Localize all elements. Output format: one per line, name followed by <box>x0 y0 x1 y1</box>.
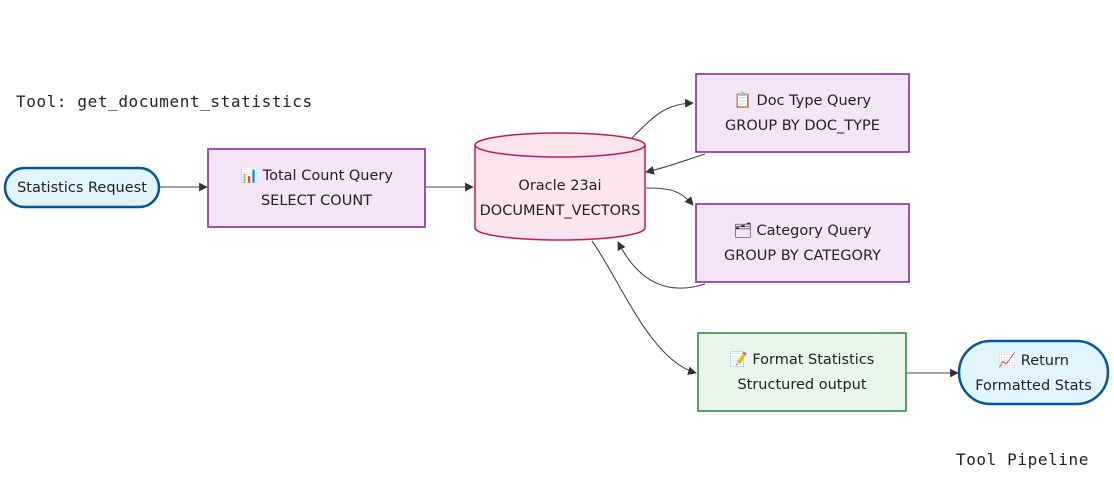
diagram-title: Tool: get_document_statistics <box>16 92 313 111</box>
oracle-database-table: DOCUMENT_VECTORS <box>480 203 641 219</box>
category-query-sql: GROUP BY CATEGORY <box>724 248 881 264</box>
edge-oracle-to-format <box>591 240 697 376</box>
oracle-database-name: Oracle 23ai <box>518 178 601 194</box>
category-query-node: 🗂 Category Query GROUP BY CATEGORY <box>695 203 910 283</box>
return-subtitle: Formatted Stats <box>975 378 1092 394</box>
return-node: 📈 Return Formatted Stats <box>957 339 1110 406</box>
category-query-title: 🗂 Category Query <box>734 222 872 239</box>
statistics-request-node: Statistics Request <box>3 166 161 209</box>
format-statistics-title: 📝 Format Statistics <box>730 350 875 368</box>
statistics-request-label: Statistics Request <box>17 180 147 196</box>
edge-oracle-to-category <box>645 187 694 206</box>
edge-oracle-to-doctype <box>629 98 694 141</box>
doc-type-query-node: 📋 Doc Type Query GROUP BY DOC_TYPE <box>695 73 910 153</box>
total-count-query-node: 📊 Total Count Query SELECT COUNT <box>207 148 426 228</box>
doc-type-query-title: 📋 Doc Type Query <box>734 91 872 109</box>
oracle-database-node: Oracle 23ai DOCUMENT_VECTORS <box>474 132 646 241</box>
doc-type-query-sql: GROUP BY DOC_TYPE <box>725 118 880 134</box>
edge-doctype-to-oracle <box>645 153 706 175</box>
pipeline-label: Tool Pipeline <box>956 450 1089 469</box>
total-count-query-sql: SELECT COUNT <box>261 193 372 209</box>
edge-category-to-oracle <box>617 241 706 289</box>
return-title: 📈 Return <box>998 351 1069 369</box>
format-statistics-node: 📝 Format Statistics Structured output <box>697 332 907 412</box>
total-count-query-title: 📊 Total Count Query <box>240 166 393 184</box>
format-statistics-subtitle: Structured output <box>737 377 866 393</box>
